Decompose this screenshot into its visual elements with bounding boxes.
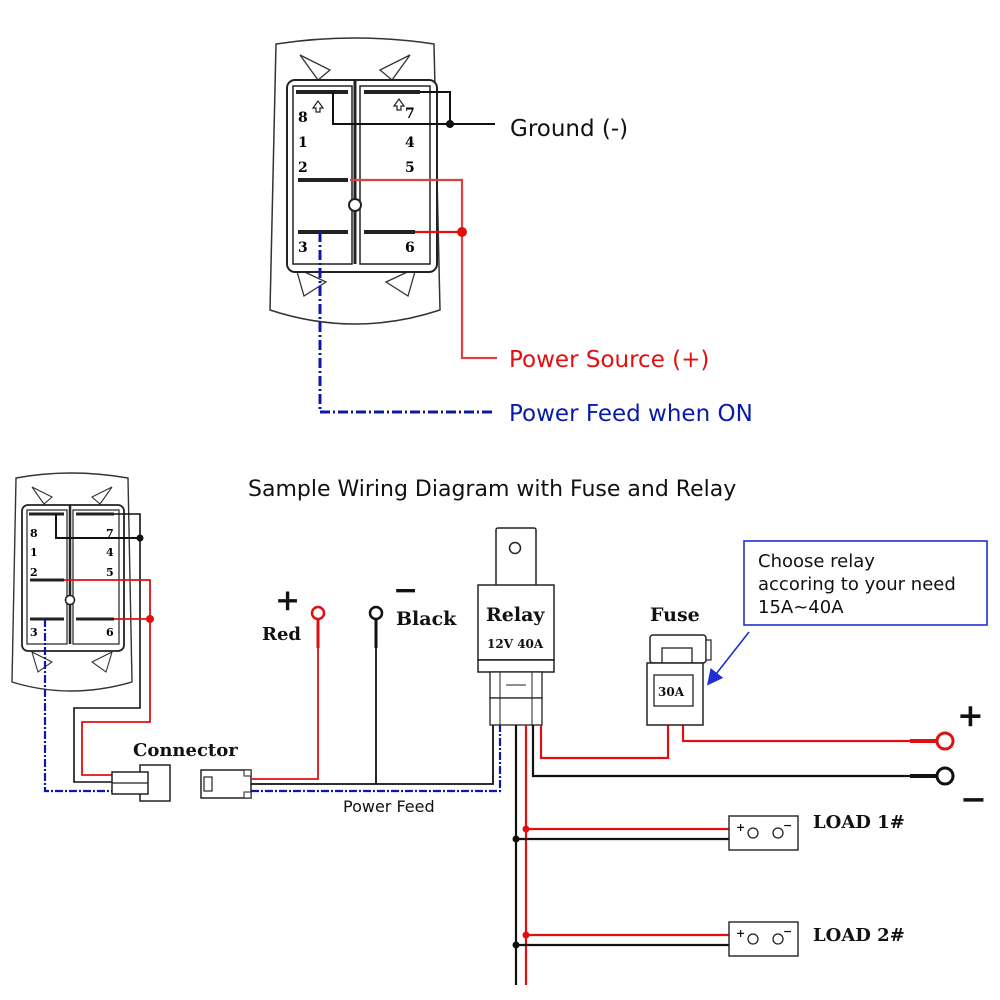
callout-line-1: Choose relay xyxy=(758,551,875,572)
power-feed-on-label: Power Feed when ON xyxy=(509,401,753,427)
relay-spec: 12V 40A xyxy=(487,637,544,651)
small-pin-1-label: 1 xyxy=(30,546,38,559)
battery-plus-sign: + xyxy=(957,696,984,734)
pin-1-label: 1 xyxy=(298,135,308,151)
small-pin-5-label: 5 xyxy=(106,566,114,579)
small-pin-6-label: 6 xyxy=(106,626,114,639)
top-power-feed-wire xyxy=(318,232,495,414)
ground-label: Ground (-) xyxy=(510,116,628,142)
diagram-title: Sample Wiring Diagram with Fuse and Rela… xyxy=(248,477,736,502)
load-2-plus: + xyxy=(736,927,745,940)
top-power-source-wire xyxy=(350,178,497,360)
battery-ground-wire xyxy=(531,725,910,778)
fuse-rating: 30A xyxy=(658,685,685,699)
battery-positive-terminal: + xyxy=(910,696,984,751)
power-feed-label: Power Feed xyxy=(343,797,435,816)
top-ground-wire xyxy=(332,91,495,128)
small-pin-7-label: 7 xyxy=(106,527,114,540)
red-label: Red xyxy=(262,624,301,645)
relay-callout: Choose relay accoring to your need 15A~4… xyxy=(707,540,988,686)
small-pin-2-label: 2 xyxy=(30,566,38,579)
load-1-plus: + xyxy=(736,821,745,834)
switch-feed-wire xyxy=(43,619,112,793)
load-1-label: LOAD 1# xyxy=(813,812,905,833)
battery-positive-wire xyxy=(681,725,910,743)
battery-negative-terminal: − xyxy=(910,766,987,818)
red-lead-wire xyxy=(251,640,319,780)
connector-male xyxy=(111,764,171,802)
small-pin-8-label: 8 xyxy=(30,527,38,540)
small-pin-3-label: 3 xyxy=(30,626,38,639)
pin-8-label: 8 xyxy=(298,110,308,126)
relay-to-fuse-wire xyxy=(539,725,670,760)
black-minus-sign: − xyxy=(393,573,418,608)
bottom-rocker-switch: 8 1 2 3 7 4 5 6 xyxy=(11,472,133,692)
load-2: + − LOAD 2# xyxy=(512,921,905,957)
power-source-label: Power Source (+) xyxy=(509,347,709,373)
battery-minus-sign: − xyxy=(960,780,987,818)
load-1-minus: − xyxy=(783,819,792,832)
pin-3-label: 3 xyxy=(298,240,308,256)
harness-ground-wire xyxy=(251,725,494,785)
fuse: 30A xyxy=(646,634,712,726)
red-plus-sign: + xyxy=(275,583,300,618)
load-1: + − LOAD 1# xyxy=(512,812,905,851)
black-label: Black xyxy=(396,608,457,630)
callout-line-2: accoring to your need xyxy=(758,574,956,595)
pin-7-label: 7 xyxy=(405,106,415,122)
harness-feed-wire xyxy=(251,725,502,793)
red-terminal: + Red xyxy=(262,583,326,648)
callout-line-3: 15A~40A xyxy=(758,597,844,618)
pin-5-label: 5 xyxy=(405,160,415,176)
top-rocker-switch: 8 1 2 3 7 4 5 6 xyxy=(269,37,441,325)
relay-title: Relay xyxy=(486,604,545,626)
pin-2-label: 2 xyxy=(298,160,308,176)
pin-6-label: 6 xyxy=(405,240,415,256)
relay: Relay 12V 40A xyxy=(477,527,555,726)
callout-arrow-icon xyxy=(707,631,750,686)
fuse-title: Fuse xyxy=(650,604,700,626)
switch-ground-wire xyxy=(55,513,144,783)
switch-power-wire xyxy=(64,579,154,776)
connector-label: Connector xyxy=(133,740,238,761)
black-terminal: − Black xyxy=(368,573,457,648)
small-pin-4-label: 4 xyxy=(106,546,114,559)
connector-female xyxy=(200,769,252,799)
load-2-label: LOAD 2# xyxy=(813,925,905,946)
pin-4-label: 4 xyxy=(405,135,415,151)
load-2-minus: − xyxy=(783,925,792,938)
